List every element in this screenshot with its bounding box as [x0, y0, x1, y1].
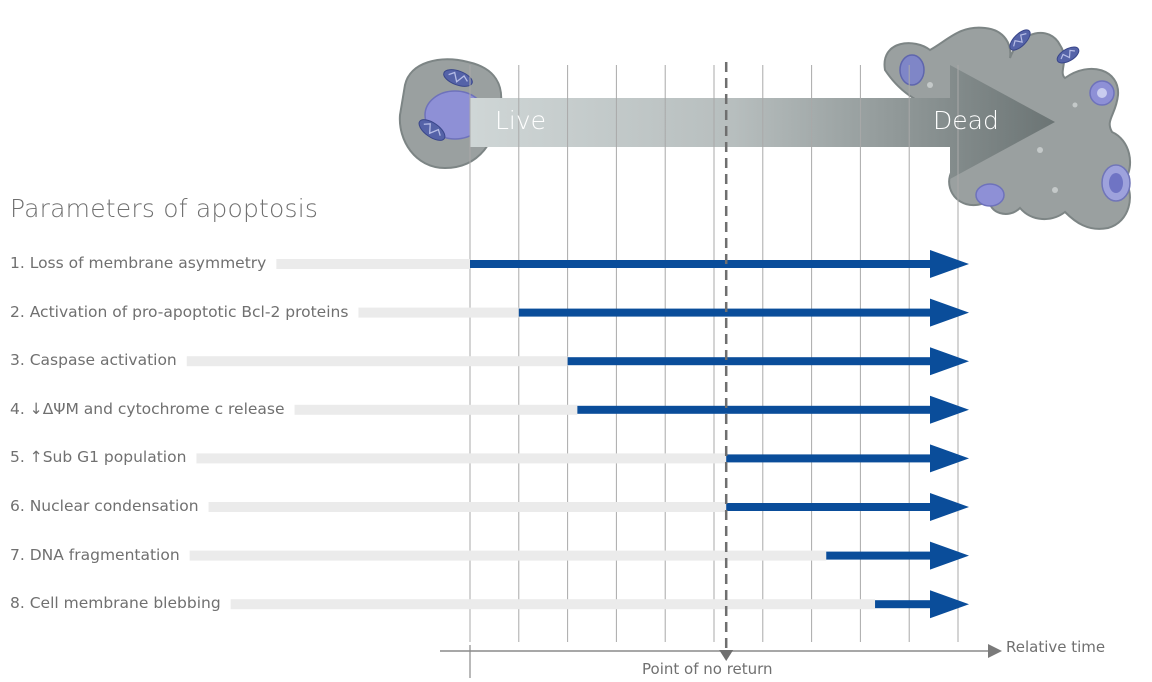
parameter-arrow-head [930, 444, 969, 473]
parameter-track [294, 404, 578, 415]
time-axis [440, 62, 1002, 678]
parameter-label: 1. Loss of membrane asymmetry [10, 254, 267, 272]
parameter-track [186, 356, 568, 367]
dead-label: Dead [933, 106, 999, 135]
parameter-arrow-head [930, 250, 969, 278]
parameter-arrow-shaft [726, 503, 932, 511]
parameter-arrow-shaft [726, 454, 932, 463]
live-label: Live [495, 106, 547, 135]
parameter-arrow-shaft [470, 260, 932, 268]
point-of-no-return-label: Point of no return [642, 660, 773, 678]
point-of-no-return-arrowhead [719, 650, 734, 661]
parameter-arrow-shaft [826, 551, 932, 560]
relative-time-label: Relative time [1006, 638, 1106, 656]
parameter-track [208, 502, 727, 512]
parameter-tracks [186, 259, 876, 610]
x-axis-arrowhead [988, 644, 1002, 658]
parameter-track [196, 453, 727, 464]
parameter-track [189, 550, 827, 561]
parameter-arrow-shaft [518, 308, 932, 317]
parameter-arrow-head [930, 347, 969, 376]
parameter-track [276, 259, 470, 269]
parameter-arrow-shaft [577, 405, 932, 414]
parameter-arrows [470, 250, 969, 619]
parameter-label: 2. Activation of pro-apoptotic Bcl-2 pro… [10, 302, 349, 321]
parameter-arrow-head [930, 590, 969, 619]
parameter-label: 6. Nuclear condensation [10, 497, 199, 515]
time-gridlines [469, 65, 959, 642]
parameter-label: 4. ↓ΔΨM and cytochrome c release [10, 399, 285, 418]
parameter-arrow-shaft [875, 600, 932, 609]
parameter-label: 8. Cell membrane blebbing [10, 594, 221, 613]
parameter-arrow-shaft [567, 357, 932, 366]
parameter-arrow-head [930, 395, 969, 424]
parameter-label: 3. Caspase activation [10, 351, 177, 370]
section-title: Parameters of apoptosis [10, 194, 319, 223]
parameter-arrow-head [930, 541, 969, 570]
parameter-track [230, 599, 876, 610]
parameter-arrow-head [930, 298, 969, 327]
parameter-label: 5. ↑Sub G1 population [10, 448, 187, 467]
parameter-label: 7. DNA fragmentation [10, 545, 180, 564]
parameter-arrow-head [930, 493, 969, 521]
parameter-track [358, 307, 519, 318]
